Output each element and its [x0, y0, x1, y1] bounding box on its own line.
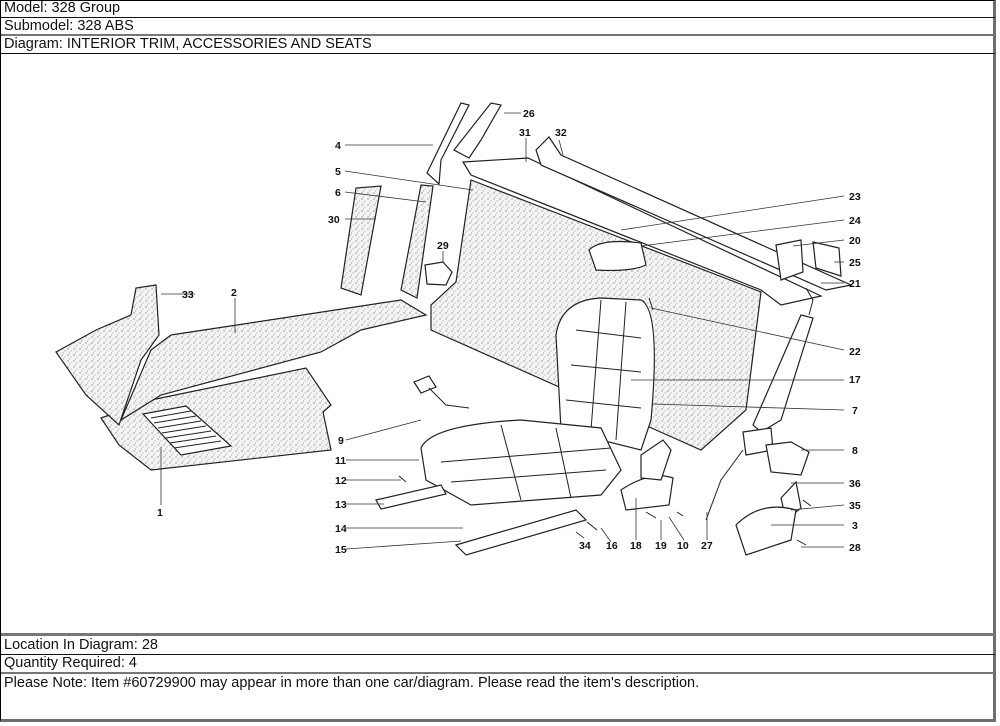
callout-36[interactable]: 36 — [849, 478, 861, 490]
parts-diagram: 4 26 31 32 5 6 30 29 33 2 23 24 20 25 21… — [1, 54, 995, 636]
pillar-trim-30 — [340, 185, 382, 296]
seat-rail-slider-13 — [375, 484, 447, 510]
parcel-shelf-31 — [461, 157, 823, 306]
callout-18[interactable]: 18 — [630, 540, 642, 552]
callout-15[interactable]: 15 — [335, 544, 347, 556]
cover-3 — [735, 506, 797, 556]
headrest — [588, 240, 647, 272]
pillar-trim-6 — [400, 184, 434, 299]
screw-35 — [802, 499, 812, 507]
bolt-19 — [645, 511, 657, 519]
diagram-title-row: Diagram: INTERIOR TRIM, ACCESSORIES AND … — [1, 36, 995, 54]
quantity-required-row: Quantity Required: 4 — [1, 655, 995, 674]
seat-belt-webbing — [752, 314, 814, 433]
callout-5[interactable]: 5 — [335, 166, 341, 178]
parts-diagram-svg: 4 26 31 32 5 6 30 29 33 2 23 24 20 25 21… — [55, 102, 861, 556]
heel-pad-grille — [141, 405, 233, 456]
seat-belt-lower — [705, 449, 744, 521]
callout-3[interactable]: 3 — [852, 520, 858, 532]
trim-clip-29 — [424, 261, 453, 286]
callout-1[interactable]: 1 — [157, 507, 163, 519]
callout-10[interactable]: 10 — [677, 540, 689, 552]
buckle-cable — [428, 387, 470, 409]
pillar-trim-4 — [426, 102, 470, 186]
location-in-diagram-row: Location In Diagram: 28 — [1, 637, 995, 655]
callout-25[interactable]: 25 — [849, 257, 861, 269]
pillar-trim-26 — [453, 102, 502, 159]
trim-strip-32 — [535, 136, 853, 291]
submodel-row: Submodel: 328 ABS — [1, 18, 995, 36]
callout-8[interactable]: 8 — [852, 445, 858, 457]
seat-back — [555, 297, 655, 451]
screw-12 — [398, 475, 407, 483]
callout-11[interactable]: 11 — [335, 455, 346, 467]
callout-7[interactable]: 7 — [852, 405, 858, 417]
screw-16 — [586, 521, 598, 531]
callout-4[interactable]: 4 — [335, 140, 341, 152]
callout-33[interactable]: 33 — [182, 289, 194, 301]
anchor-21 — [805, 287, 814, 316]
callout-30[interactable]: 30 — [328, 214, 340, 226]
screw-28 — [796, 539, 807, 546]
callout-23[interactable]: 23 — [849, 191, 861, 203]
callout-35[interactable]: 35 — [849, 500, 861, 512]
callout-labels: 4 26 31 32 5 6 30 29 33 2 23 24 20 25 21… — [157, 108, 861, 556]
storage-box-20 — [775, 239, 804, 281]
nut-10 — [676, 511, 684, 517]
leader-lines — [160, 112, 845, 550]
callout-12[interactable]: 12 — [335, 475, 347, 487]
callout-21[interactable]: 21 — [849, 278, 861, 290]
tunnel-carpet — [119, 299, 428, 422]
front-floor-carpet — [100, 367, 332, 471]
callout-24[interactable]: 24 — [849, 215, 861, 227]
item-note-row: Please Note: Item #60729900 may appear i… — [4, 675, 700, 691]
seat-belt-buckle-9 — [413, 375, 437, 394]
model-row: Model: 328 Group — [1, 0, 995, 18]
callout-22[interactable]: 22 — [849, 346, 861, 358]
retractor-cover-8 — [765, 441, 810, 476]
callout-16[interactable]: 16 — [606, 540, 618, 552]
callout-6[interactable]: 6 — [335, 187, 341, 199]
callout-9[interactable]: 9 — [338, 435, 344, 447]
recliner-cover-18 — [620, 475, 674, 511]
callout-31[interactable]: 31 — [519, 127, 531, 139]
seat-back-stitching — [565, 299, 642, 441]
seat-cushion — [420, 419, 622, 506]
side-kick-carpet — [55, 284, 160, 427]
callout-34[interactable]: 34 — [579, 540, 591, 552]
callout-2[interactable]: 2 — [231, 287, 237, 299]
seat-rail — [454, 509, 588, 556]
callout-19[interactable]: 19 — [655, 540, 667, 552]
callout-28[interactable]: 28 — [849, 542, 861, 554]
callout-32[interactable]: 32 — [555, 127, 567, 139]
callout-20[interactable]: 20 — [849, 235, 861, 247]
seat-cushion-stitching — [440, 424, 612, 501]
callout-14[interactable]: 14 — [335, 523, 347, 535]
callout-17[interactable]: 17 — [849, 374, 861, 386]
callout-29[interactable]: 29 — [437, 240, 449, 252]
end-panel-25 — [812, 241, 842, 277]
recliner-handle — [640, 439, 672, 481]
callout-26[interactable]: 26 — [523, 108, 535, 120]
callout-27[interactable]: 27 — [701, 540, 713, 552]
callout-13[interactable]: 13 — [335, 499, 347, 511]
